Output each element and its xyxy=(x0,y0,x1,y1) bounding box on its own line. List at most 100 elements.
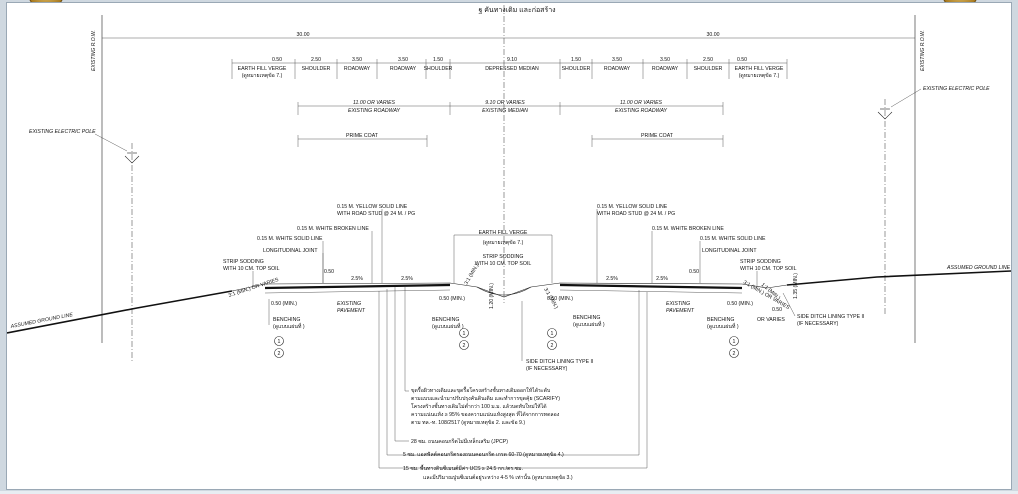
median-depth: 1.20 (MIN.) xyxy=(489,283,495,309)
grade-left-2: 2.5% xyxy=(401,276,413,282)
drawing-title: ฐ คันทางเดิม และก่อสร้าง xyxy=(478,6,555,14)
electric-pole-right xyxy=(877,99,893,315)
existing-roadway-left: EXISTING ROADWAY xyxy=(348,108,401,114)
existing-median-dim: 9.10 OR VARIES xyxy=(485,100,525,106)
side-ditch-median-2: (IF NECESSARY) xyxy=(526,366,568,372)
seg-dim-2: 2.50 xyxy=(311,57,321,63)
note-4a: 15 ซม. พื้นทางดินซีเมนต์มีค่า UCS ≥ 24.5… xyxy=(403,464,523,472)
dim-050-ditch: 0.50 xyxy=(772,307,782,313)
seg-label-shoulder-1: SHOULDER xyxy=(302,66,331,72)
grade-right-2: 2.5% xyxy=(656,276,668,282)
strip-sodding-right-1: STRIP SODDING xyxy=(740,259,781,265)
dim-050-right: 0.50 xyxy=(689,269,699,275)
layer-num-2-left: 2 xyxy=(278,351,281,357)
note-leaders xyxy=(378,286,648,469)
layer-num-2-right: 2 xyxy=(733,351,736,357)
seg-label-shoulder-4: SHOULDER xyxy=(694,66,723,72)
side-ditch-median-1: SIDE DITCH LINING TYPE II xyxy=(526,359,593,365)
seg-label-roadway-3: ROADWAY xyxy=(604,66,631,72)
layer-callout-1-mr xyxy=(547,328,557,338)
seg-label-roadway-4: ROADWAY xyxy=(652,66,679,72)
white-solid-left: 0.15 M. WHITE SOLID LINE xyxy=(257,236,323,242)
cross-section-drawing: ฐ คันทางเดิม และก่อสร้าง EXISTING R.O.W.… xyxy=(6,5,1012,481)
note-1-line-1: ขุดรื้อผิวทางเดิมและขุดรื้อโครงสร้างชั้น… xyxy=(411,386,550,394)
seg-label-median: DEPRESSED MEDIAN xyxy=(485,66,539,72)
existing-pave-right-2: PAVEMENT xyxy=(666,308,695,314)
yellow-line-right-1: 0.15 M. YELLOW SOLID LINE xyxy=(597,204,668,210)
seg-label-shoulder-3: SHOULDER xyxy=(562,66,591,72)
existing-pave-left-2: PAVEMENT xyxy=(337,308,366,314)
prime-coat-right: PRIME COAT xyxy=(641,133,674,139)
yellow-line-left-1: 0.15 M. YELLOW SOLID LINE xyxy=(337,204,408,210)
seg-label-verge-ref-right: (ดูหมายเหตุข้อ 7.) xyxy=(739,72,780,79)
note-1-line-2: ตามแบบและนำมาปรับปรุงคันดินเดิม และทำการ… xyxy=(411,395,560,402)
layer-num-1-left: 1 xyxy=(278,339,281,345)
side-ditch-right-1: SIDE DITCH LINING TYPE II xyxy=(797,314,864,320)
note-3: 5 ซม. แอสฟัลต์คอนกรีตรองถนนคอนกรีต เกรด … xyxy=(403,451,564,458)
yellow-line-right-2: WITH ROAD STUD @ 24 M. / PG xyxy=(597,211,675,217)
drawing-sheet: ฐ คันทางเดิม และก่อสร้าง EXISTING R.O.W.… xyxy=(6,2,1012,490)
seg-label-roadway-1: ROADWAY xyxy=(344,66,371,72)
seg-label-roadway-2: ROADWAY xyxy=(390,66,417,72)
seg-label-verge-right: EARTH FILL VERGE xyxy=(735,66,784,72)
grade-right: 2.5% xyxy=(606,276,618,282)
note-1-line-5: ตาม ทล.-ท. 108/2517 (ดูหมายเหตุข้อ 2. แล… xyxy=(411,419,525,426)
benching-left-ref: (ดูแบบแผ่นที่ ) xyxy=(273,323,305,330)
dim-right-half: 30.00 xyxy=(707,32,720,38)
seg-dim-10: 2.50 xyxy=(703,57,713,63)
layer-num-1-right: 1 xyxy=(733,339,736,345)
seg-dim-4: 3.50 xyxy=(398,57,408,63)
layer-callout-1-ml xyxy=(459,328,469,338)
benching-right: BENCHING xyxy=(707,317,734,323)
row-label-left: EXISTING R.O.W. xyxy=(91,30,97,71)
benching-left: BENCHING xyxy=(273,317,300,323)
seg-dim-1: 0.50 xyxy=(272,57,282,63)
white-solid-right: 0.15 M. WHITE SOLID LINE xyxy=(700,236,766,242)
strip-sodding-left-1: STRIP SODDING xyxy=(223,259,264,265)
assumed-ground-label-right: ASSUMED GROUND LINE xyxy=(946,265,1011,271)
assumed-ground-left xyxy=(6,290,233,334)
median-slope-left: 3:1 (MIN.) xyxy=(464,263,481,286)
existing-roadway-right: EXISTING ROADWAY xyxy=(615,108,668,114)
benching-median-left: BENCHING xyxy=(432,317,459,323)
median-ditch xyxy=(476,286,532,296)
strip-sodding-left-2: WITH 10 CM. TOP SOIL xyxy=(223,266,280,272)
base-layers xyxy=(264,289,743,294)
note-1-line-4: ความแน่นแห้ง ≥ 95% ของความแน่นแห้งสูงสุด… xyxy=(411,410,560,418)
side-ditch-right-2: (IF NECESSARY) xyxy=(797,321,839,327)
assumed-ground-right xyxy=(786,270,1012,286)
median-verge-label: EARTH FILL VERGE xyxy=(479,230,528,236)
yellow-line-left-2: WITH ROAD STUD @ 24 M. / PG xyxy=(337,211,415,217)
layer-callout-2-mr xyxy=(547,340,557,350)
dim-left-half: 30.00 xyxy=(297,32,310,38)
dim-050min-median-right: 0.50 (MIN.) xyxy=(547,296,573,302)
seg-label-shoulder-2: SHOULDER xyxy=(424,66,453,72)
note-1-line-3: โครงสร้างชั้นทางเดิมไม่ต่ำกว่า 100 ม.ม. … xyxy=(411,402,547,410)
prime-coat-left: PRIME COAT xyxy=(346,133,379,139)
median-sodding-1: STRIP SODDING xyxy=(483,254,524,260)
long-joint-left: LONGITUDINAL JOINT xyxy=(263,248,318,254)
electric-pole-label-left: EXISTING ELECTRIC POLE xyxy=(29,129,96,135)
benching-right-ref: (ดูแบบแผ่นที่ ) xyxy=(707,323,739,330)
grade-left: 2.5% xyxy=(351,276,363,282)
benching-median-left-ref: (ดูแบบแผ่นที่ ) xyxy=(432,323,464,330)
dim-050min-right: 0.50 (MIN.) xyxy=(727,301,753,307)
seg-label-verge-left: EARTH FILL VERGE xyxy=(238,66,287,72)
benching-median-right: BENCHING xyxy=(573,315,600,321)
layer-callout-1-right xyxy=(729,336,739,346)
electric-pole-label-right: EXISTING ELECTRIC POLE xyxy=(923,86,990,92)
segment-ticks xyxy=(231,59,788,79)
seg-dim-5: 1.50 xyxy=(433,57,443,63)
existing-median: EXISTING MEDIAN xyxy=(482,108,528,114)
existing-roadway-dim-right: 11.00 OR VARIES xyxy=(620,100,663,106)
dim-135: 1.35 (MIN.) xyxy=(793,273,799,299)
layer-callout-2-left xyxy=(274,348,284,358)
layer-callout-2-ml xyxy=(459,340,469,350)
layer-callout-1-left xyxy=(274,336,284,346)
median-sodding-2: WITH 10 CM. TOP SOIL xyxy=(475,261,532,267)
layer-num-1-mr: 1 xyxy=(551,331,554,337)
white-broken-left: 0.15 M. WHITE BROKEN LINE xyxy=(297,226,369,232)
long-joint-right: LONGITUDINAL JOINT xyxy=(702,248,757,254)
layer-num-2-ml: 2 xyxy=(463,343,466,349)
existing-pave-right-1: EXISTING xyxy=(666,301,690,307)
